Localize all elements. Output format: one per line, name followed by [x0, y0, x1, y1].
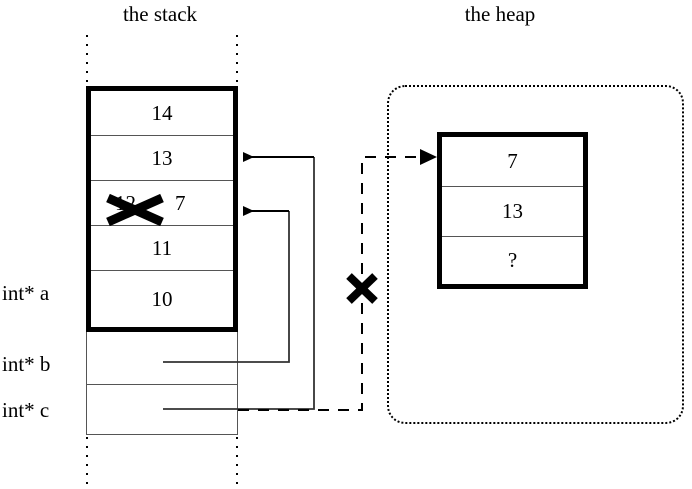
heap-cell-0-value: 7 [507, 149, 518, 173]
heap-cell-2-value: ? [507, 248, 518, 272]
invalid-pointer-x-icon [346, 273, 378, 304]
stack-frame: 14 13 12 7 11 10 [86, 86, 238, 332]
stack-cell-3-value: 11 [151, 235, 173, 260]
var-label-c: int* c [2, 398, 50, 422]
heap-title: the heap [464, 2, 536, 26]
var-label-a: int* a [2, 281, 50, 305]
heap-cell-2: ? [442, 237, 583, 284]
stack-cell-4: 10 [91, 271, 233, 327]
stack-pointer-row-c [87, 385, 237, 435]
stack-cell-0-value: 14 [151, 100, 173, 125]
stack-cell-4-value: 10 [151, 286, 173, 311]
heap-cell-0: 7 [442, 137, 583, 187]
stack-pointer-rows [86, 332, 238, 435]
stack-cell-0: 14 [91, 91, 233, 136]
stack-cell-3: 11 [91, 226, 233, 271]
stack-cell-2-old-value: 12 [115, 190, 136, 215]
stack-pointer-row-b [87, 332, 237, 385]
stack-cell-1: 13 [91, 136, 233, 181]
stack-cell-2-new-value: 7 [175, 190, 186, 215]
var-label-b: int* b [2, 352, 51, 376]
stack-cell-2: 12 7 [91, 181, 233, 226]
stack-cell-1-value: 13 [151, 145, 173, 170]
heap-cell-1-value: 13 [502, 199, 523, 223]
stack-title: the stack [122, 2, 198, 26]
heap-cell-1: 13 [442, 187, 583, 237]
heap-block: 7 13 ? [437, 132, 588, 289]
